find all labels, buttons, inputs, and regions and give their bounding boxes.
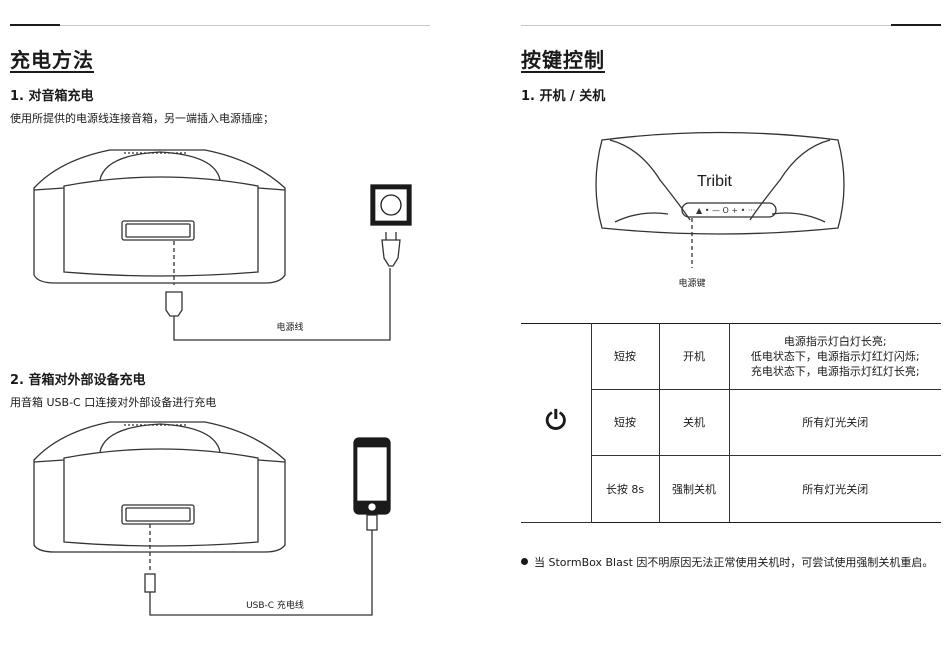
speaker-back-illustration-2 <box>34 422 285 552</box>
table-row: ⏻ 短按 开机 电源指示灯白灯长亮; 低电状态下，电源指示灯红灯闪烁; 充电状态… <box>521 324 941 390</box>
result-line: 电源指示灯白灯长亮; <box>732 334 940 349</box>
result-cell: 所有灯光关闭 <box>729 456 941 523</box>
speaker-back-illustration-1 <box>34 150 285 283</box>
action-cell: 长按 8s <box>591 456 659 523</box>
brand-logo: Tribit <box>697 173 732 191</box>
function-cell: 开机 <box>659 324 729 390</box>
result-cell: 电源指示灯白灯长亮; 低电状态下，电源指示灯红灯闪烁; 充电状态下，电源指示灯红… <box>729 324 941 390</box>
usbc-cable-label: USB-C 充电线 <box>225 598 325 611</box>
result-cell: 所有灯光关闭 <box>729 390 941 456</box>
result-line: 低电状态下，电源指示灯红灯闪烁; <box>732 349 940 364</box>
result-line: 充电状态下，电源指示灯红灯长亮; <box>732 364 940 379</box>
function-cell: 强制关机 <box>659 456 729 523</box>
note-text: 当 StormBox Blast 因不明原因无法正常使用关机时，可尝试使用强制关… <box>534 556 933 569</box>
action-cell: 短按 <box>591 324 659 390</box>
function-cell: 关机 <box>659 390 729 456</box>
action-cell: 短按 <box>591 390 659 456</box>
force-shutdown-note: 当 StormBox Blast 因不明原因无法正常使用关机时，可尝试使用强制关… <box>521 552 941 574</box>
power-icon: ⏻ <box>545 406 566 436</box>
power-cable-label: 电源线 <box>260 320 320 333</box>
button-control-table: ⏻ 短按 开机 电源指示灯白灯长亮; 低电状态下，电源指示灯红灯闪烁; 充电状态… <box>521 323 941 523</box>
power-on-off-heading: 1. 开机 / 关机 <box>521 85 605 104</box>
power-icon-cell: ⏻ <box>521 324 591 523</box>
bullet-icon <box>521 558 528 565</box>
svg-text:▲ • — O + • ···: ▲ • — O + • ··· <box>696 206 755 215</box>
power-button-label: 电源键 <box>662 276 722 289</box>
